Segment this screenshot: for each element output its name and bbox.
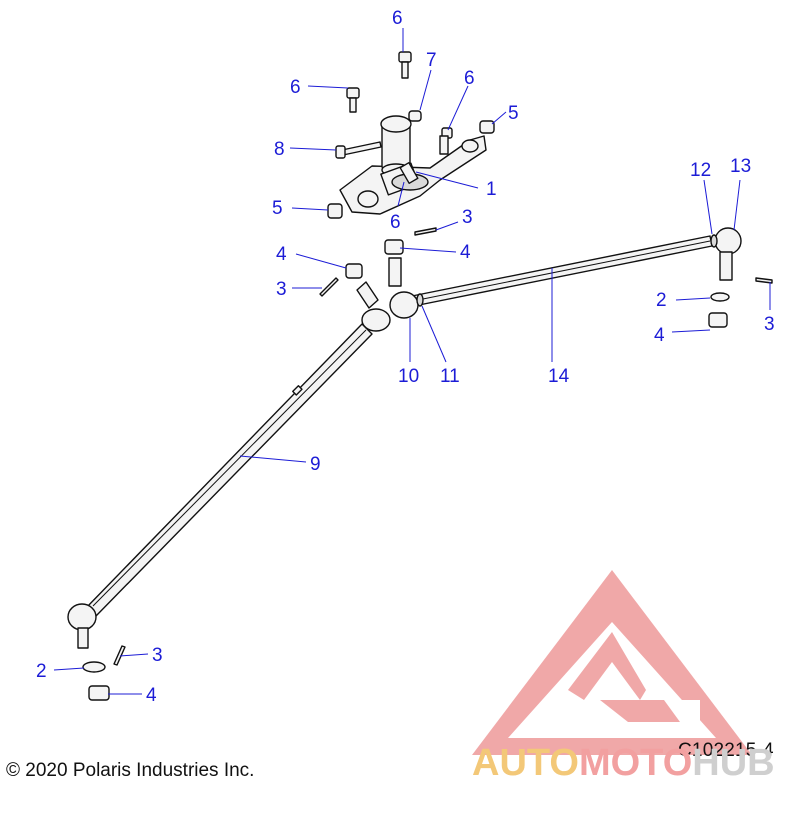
callout-label: 8 <box>274 139 285 160</box>
callout-label: 6 <box>392 8 403 29</box>
callout-label: 12 <box>690 160 711 181</box>
callout-label: 5 <box>508 103 519 124</box>
callout-label: 1 <box>486 179 497 200</box>
steering-bracket <box>339 115 487 215</box>
callout-label: 4 <box>276 244 287 265</box>
tie-rod-right <box>389 227 742 319</box>
callout-label: 5 <box>272 198 283 219</box>
watermark-part-moto: MOTO <box>578 742 693 784</box>
callout-label: 10 <box>398 366 419 387</box>
callout-label: 13 <box>730 156 751 177</box>
callout-label: 6 <box>464 68 475 89</box>
callout-label: 11 <box>440 366 460 387</box>
callout-label: 14 <box>548 366 570 387</box>
callout-label: 3 <box>462 207 473 228</box>
callout-label: 6 <box>390 212 401 233</box>
callout-label: 6 <box>290 77 301 98</box>
center-pivot <box>356 257 402 309</box>
callout-label: 3 <box>276 279 287 300</box>
callout-label: 2 <box>36 661 47 682</box>
callout-label: 3 <box>152 645 163 666</box>
callout-label: 4 <box>460 242 471 263</box>
callout-label: 2 <box>656 290 667 311</box>
callout-label: 4 <box>146 685 157 706</box>
tie-rod-left <box>67 308 391 649</box>
callout-label: 7 <box>426 50 437 71</box>
watermark-part-hub: HUB <box>692 742 775 784</box>
callout-label: 4 <box>654 325 665 346</box>
callout-labels: 6 7 6 6 5 8 1 5 6 3 4 4 3 10 11 14 12 13… <box>36 8 775 706</box>
callout-label: 9 <box>310 454 321 475</box>
watermark-logo <box>472 570 752 755</box>
drawing-id: C102215-4 <box>678 740 774 761</box>
watermark-text: AUTOMOTOHUB <box>472 742 775 785</box>
copyright-text: © 2020 Polaris Industries Inc. <box>6 760 255 781</box>
leader-lines <box>53 28 771 695</box>
callout-label: 3 <box>764 314 775 335</box>
watermark-part-auto: AUTO <box>472 742 579 784</box>
fasteners <box>82 51 773 701</box>
